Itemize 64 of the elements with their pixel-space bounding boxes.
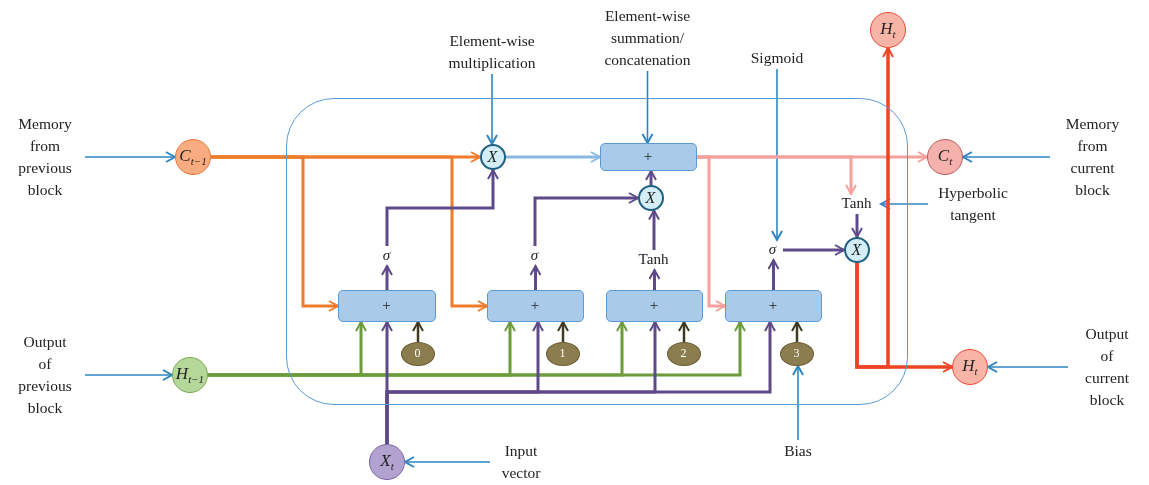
arrow — [529, 265, 542, 290]
annotation-text: Input vector — [490, 440, 552, 484]
arrow — [208, 321, 746, 377]
state-circle: H$_{t}$ — [870, 12, 906, 48]
arrow — [791, 321, 803, 342]
annotation-text: Memory from previous block — [5, 111, 85, 203]
leader-line — [880, 198, 929, 210]
arrow — [697, 155, 857, 195]
gate-sum-box: + — [486, 289, 584, 322]
annotation-text: Hyperbolic tangent — [928, 182, 1018, 226]
activation-label: Tanh — [629, 249, 678, 270]
multiply-circle: X — [479, 143, 506, 170]
annotation-text: Element-wise multiplication — [432, 30, 552, 74]
leader-line — [641, 70, 654, 144]
arrow — [851, 214, 863, 238]
sum-box: + — [599, 142, 697, 171]
annotation-text: Element-wise summation/ concatenation — [585, 5, 710, 71]
multiply-circle: X — [843, 236, 870, 263]
bias-ellipse: 3 — [779, 341, 814, 366]
gate-sum-box: + — [724, 289, 822, 322]
arrow — [767, 259, 780, 290]
leader-line — [771, 68, 783, 241]
activation-label: Tanh — [832, 193, 881, 214]
arrow — [506, 151, 601, 163]
leader-line — [792, 365, 804, 441]
arrow — [855, 47, 894, 369]
annotation-text: Sigmoid — [742, 47, 812, 69]
gate-sum-box: + — [605, 289, 703, 322]
arrow — [557, 321, 569, 342]
annotation-text: Output of previous block — [5, 329, 85, 421]
state-circle: X$_{t}$ — [369, 444, 405, 480]
annotation-text: Bias — [780, 440, 816, 462]
cell-block — [286, 98, 908, 405]
arrow — [678, 321, 690, 342]
leader-line — [962, 151, 1051, 163]
arrow — [783, 244, 845, 256]
activation-label: σ — [524, 245, 545, 266]
leader-line — [404, 456, 491, 468]
arrow — [648, 269, 661, 290]
leader-line — [987, 361, 1069, 373]
leader-line — [486, 73, 498, 145]
gate-sum-box: + — [337, 289, 436, 322]
state-circle: H$_{t}$ — [952, 349, 988, 385]
leader-line — [84, 151, 176, 163]
annotation-text: Memory from current block — [1050, 111, 1135, 203]
arrow — [412, 321, 424, 342]
arrow — [211, 155, 488, 312]
arrow — [533, 192, 639, 246]
leader-line — [84, 369, 173, 381]
multiply-circle: X — [637, 184, 664, 211]
arrow — [648, 209, 660, 250]
state-circle: H$_{t−1}$ — [172, 357, 208, 393]
arrow — [381, 265, 393, 290]
activation-label: σ — [376, 245, 397, 266]
arrow — [385, 321, 776, 444]
bias-ellipse: 2 — [666, 341, 701, 366]
activation-label: σ — [762, 239, 783, 260]
bias-ellipse: 0 — [400, 341, 435, 366]
state-circle: C$_{t}$ — [927, 139, 963, 175]
arrow — [385, 169, 499, 246]
arrow — [645, 170, 657, 185]
state-circle: C$_{t−1}$ — [175, 139, 211, 175]
annotation-text: Output of current block — [1068, 321, 1146, 413]
bias-ellipse: 1 — [545, 341, 580, 366]
